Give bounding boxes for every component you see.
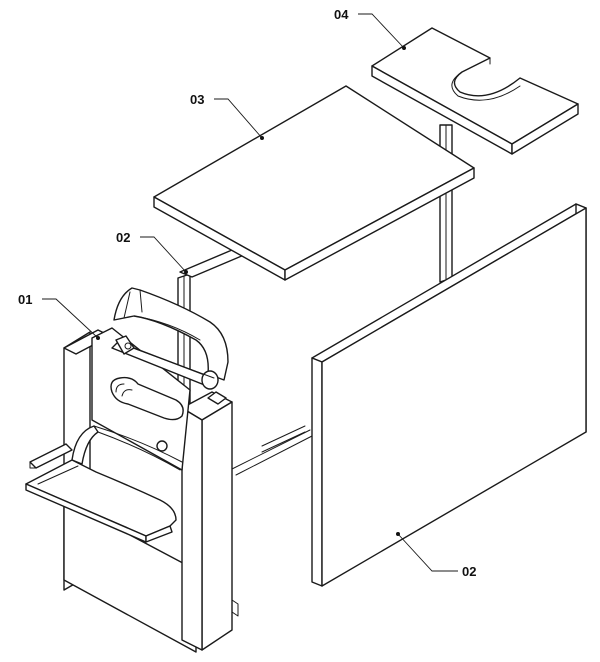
label-02-top: 02 xyxy=(116,230,130,245)
anchor-dot xyxy=(260,136,264,140)
callout-01: 01 xyxy=(18,292,100,340)
callout-03: 03 xyxy=(190,92,264,140)
part-03-top-panel xyxy=(153,85,475,281)
label-03: 03 xyxy=(190,92,204,107)
part-04-notched-plate xyxy=(371,27,579,155)
anchor-dot xyxy=(402,46,406,50)
anchor-dot xyxy=(184,270,188,274)
label-04: 04 xyxy=(334,7,349,22)
callout-02-bottom: 02 xyxy=(396,532,476,579)
part-02-side-panel xyxy=(311,203,587,587)
anchor-dot xyxy=(396,532,400,536)
anchor-dot xyxy=(96,336,100,340)
callout-04: 04 xyxy=(334,7,406,50)
label-02-bottom: 02 xyxy=(462,564,476,579)
label-01: 01 xyxy=(18,292,32,307)
part-01-front-unit xyxy=(25,287,239,653)
callout-02-top: 02 xyxy=(116,230,188,274)
